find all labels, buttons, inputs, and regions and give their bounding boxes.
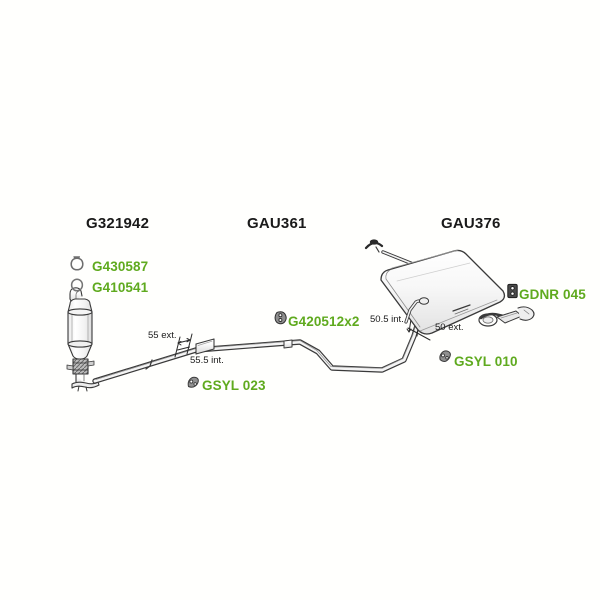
- pipe-sleeve-joint: [195, 338, 215, 355]
- group-title-centre: GAU361: [247, 215, 307, 232]
- part-number-gsyl-010[interactable]: GSYL 010: [454, 354, 518, 369]
- dimension-55-5-int: 55.5 int.: [190, 355, 224, 366]
- rear-silencer-assembly: [364, 239, 535, 335]
- dimension-arrows-centre: [174, 333, 193, 358]
- rubber-mount-icon-rear: [436, 348, 454, 366]
- part-number-gsyl-023[interactable]: GSYL 023: [202, 378, 266, 393]
- dimension-55-ext: 55 ext.: [148, 330, 177, 341]
- part-number-g420512x2[interactable]: G420512x2: [288, 314, 360, 329]
- rubber-mount-icon: [184, 374, 202, 392]
- catalytic-converter-assembly: [66, 287, 100, 392]
- part-number-g430587[interactable]: G430587: [92, 259, 149, 274]
- group-title-front: G321942: [86, 215, 150, 232]
- dimension-50-ext: 50 ext.: [435, 322, 464, 333]
- clamp-ring-icon: [68, 255, 86, 273]
- hanger-block-icon: [504, 282, 522, 300]
- centre-pipe-assembly: [92, 309, 431, 384]
- pipe-clamp-icon: [272, 309, 290, 327]
- gasket-ring-icon: [68, 276, 86, 294]
- pipe-clamp-collar: [283, 339, 293, 349]
- part-number-g410541[interactable]: G410541: [92, 280, 149, 295]
- part-number-gdnr-045[interactable]: GDNR 045: [519, 287, 586, 302]
- muffler-hanger-bracket: [364, 239, 384, 250]
- dimension-50-5-int: 50.5 int.: [370, 314, 404, 325]
- group-title-rear: GAU376: [441, 215, 501, 232]
